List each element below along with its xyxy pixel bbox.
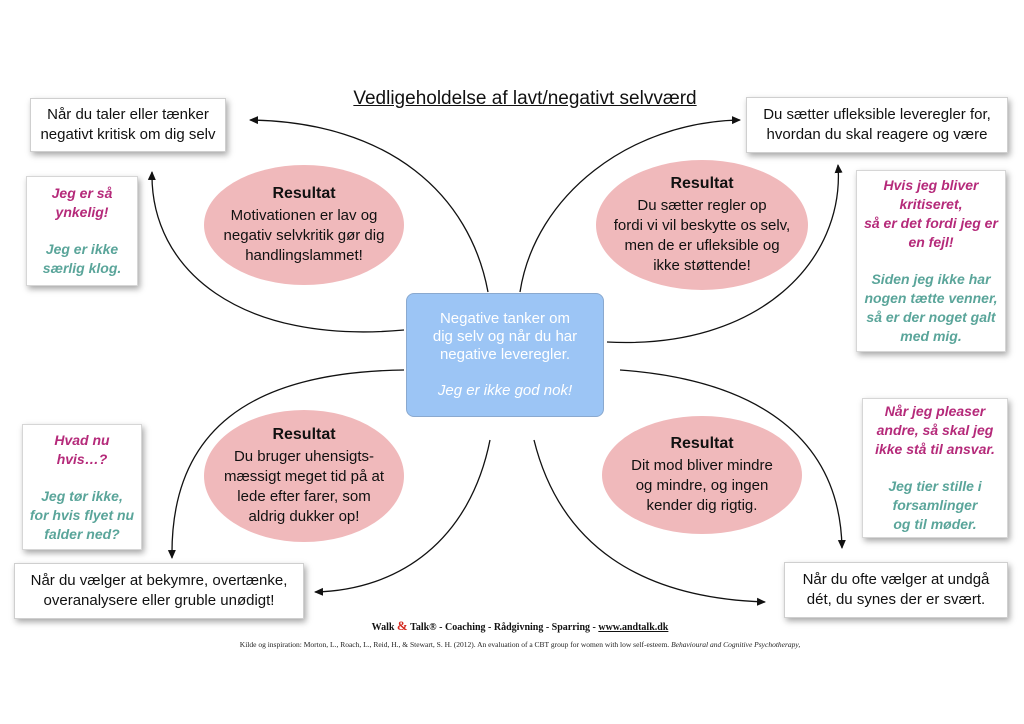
center-italic-line: Jeg er ikke god nok! [437,382,573,399]
card-top-right: Du sætter ufleksible leveregler for, hvo… [746,97,1008,153]
result-heading: Resultat [272,185,336,202]
quote-line: kritiseret, [899,196,963,212]
quote-line: særlig klog. [42,260,122,276]
quote-line: og til møder. [893,516,977,532]
quote-bottom-right: Når jeg pleaser andre, så skal jeg ikke … [862,398,1008,538]
card-line: Når du ofte vælger at undgå [802,571,990,588]
result-heading: Resultat [670,435,734,452]
quote-line: falder ned? [44,525,120,542]
footer-ampersand: & [396,618,408,633]
result-line: men de er ufleksible og [624,237,780,254]
quote-line: Når jeg pleaser [884,403,986,419]
quote-line: med mig. [900,328,962,344]
source-journal: Behavioural and Cognitive Psychotherapy, [671,640,801,649]
result-line: Du bruger uhensigts- [233,448,375,465]
card-line: hvordan du skal reagere og være [766,126,988,143]
arrow-top-left-to-center [147,171,405,333]
quote-line: ikke stå til ansvar. [875,441,995,457]
result-heading: Resultat [272,426,336,443]
result-line: mæssigt meget tid på at [223,468,385,485]
card-top-left: Når du taler eller tænker negativt kriti… [30,98,226,152]
result-line: Motivationen er lav og [230,207,378,224]
quote-line: hvis…? [56,450,108,467]
arrow-top-right-to-center [606,164,843,344]
result-line: Dit mod bliver mindre [631,457,773,474]
quote-line: Hvis jeg bliver [883,177,979,193]
quote-line: for hvis flyet nu [29,506,135,523]
card-line: Du sætter ufleksible leveregler for, [763,106,991,123]
center-box: Negative tanker om dig selv og når du ha… [406,293,604,417]
card-line: dét, du synes der er svært. [806,591,986,608]
source-text: Kilde og inspiration: Morton, L., Roach,… [239,640,670,649]
center-line: Negative tanker om [439,310,571,327]
quote-line: Jeg tier stille i [888,478,982,494]
result-top-left: Resultat Motivationen er lav og negativ … [204,165,404,285]
quote-line: Jeg er ikke [45,241,119,257]
quote-line: Jeg er så [51,185,113,201]
result-line: kender dig rigtig. [646,497,758,514]
center-line: dig selv og når du har [432,328,578,345]
arrow-center-to-bottom-left [314,439,491,596]
quote-line: andre, så skal jeg [876,422,994,438]
quote-line: en fejl! [908,234,954,250]
quote-line: ynkelig! [55,204,109,220]
arrow-center-to-top-right [519,116,741,293]
result-heading: Resultat [670,175,734,192]
arrow-center-to-bottom-right [533,439,766,606]
footer-link[interactable]: www.andtalk.dk [598,622,669,633]
arrow-center-to-top-left [249,116,489,293]
result-top-right: Resultat Du sætter regler op fordi vi vi… [596,160,808,290]
card-line: overanalysere eller gruble unødigt! [43,592,275,609]
result-line: ikke støttende! [653,257,751,274]
arrow-center-to-bottom-right-side [619,369,846,549]
result-line: negativ selvkritik gør dig [223,227,385,244]
card-line: negativt kritisk om dig selv [40,126,216,143]
result-line: Du sætter regler op [637,197,767,214]
quote-top-left: Jeg er så ynkelig! Jeg er ikke særlig kl… [26,176,138,286]
quote-line: Hvad nu [54,431,110,448]
result-bottom-right: Resultat Dit mod bliver mindre og mindre… [602,416,802,534]
card-line: Når du taler eller tænker [47,106,209,123]
center-line: negative leveregler. [439,346,571,363]
card-bottom-left: Når du vælger at bekymre, overtænke, ove… [14,563,304,619]
quote-line: Jeg tør ikke, [41,487,123,504]
result-line: aldrig dukker op! [248,508,360,525]
quote-line: Siden jeg ikke har [871,271,991,287]
result-line: lede efter farer, som [237,488,371,505]
quote-line: så er det fordi jeg er [864,215,998,231]
source-citation: Kilde og inspiration: Morton, L., Roach,… [90,640,950,649]
footer-brand: Walk & Talk® - Coaching - Rådgivning - S… [300,618,740,634]
quote-line: så er der noget galt [866,309,996,325]
result-line: og mindre, og ingen [635,477,769,494]
result-line: handlingslammet! [245,247,363,264]
footer-after: Talk® - Coaching - Rådgivning - Sparring… [410,622,596,633]
quote-line: nogen tætte venner, [864,290,998,306]
quote-bottom-left: Hvad nu hvis…? Jeg tør ikke, for hvis fl… [22,424,142,550]
quote-line: forsamlinger [892,497,978,513]
quote-top-right: Hvis jeg bliver kritiseret, så er det fo… [856,170,1006,352]
footer-before: Walk [371,622,395,633]
card-line: Når du vælger at bekymre, overtænke, [30,572,288,589]
result-bottom-left: Resultat Du bruger uhensigts- mæssigt me… [204,410,404,542]
result-line: fordi vi vil beskytte os selv, [613,217,791,234]
arrow-center-to-bottom-left-side [167,369,405,559]
card-bottom-right: Når du ofte vælger at undgå dét, du syne… [784,562,1008,618]
diagram-title: Vedligeholdelse af lavt/negativt selvvær… [353,88,697,109]
